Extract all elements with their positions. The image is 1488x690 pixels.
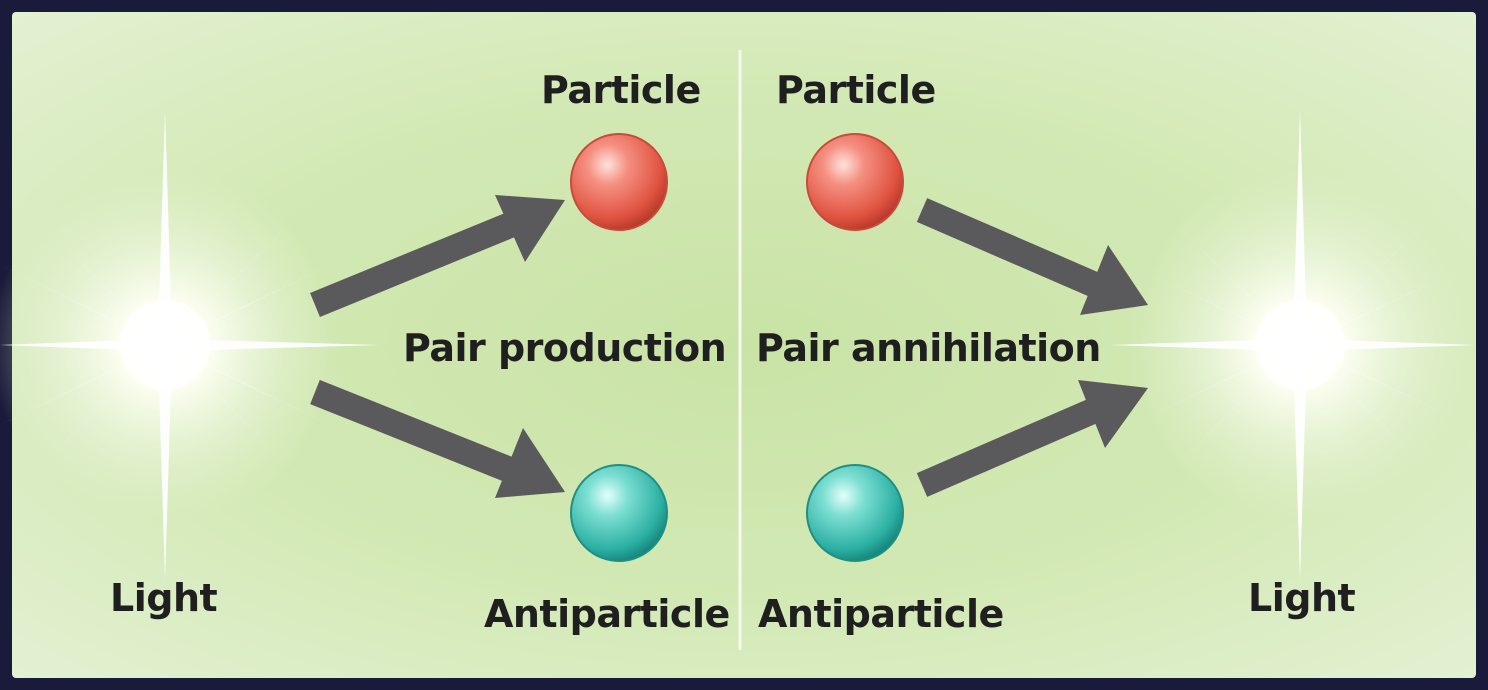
left-particle-label: Particle [541, 68, 701, 112]
right-particle-ball [806, 133, 904, 231]
right-particle-label: Particle [776, 68, 936, 112]
right-antiparticle-ball [806, 464, 904, 562]
right-antiparticle-label: Antiparticle [758, 592, 1004, 636]
arrow-from-antiparticle-icon [916, 380, 1148, 497]
pair-production-label: Pair production [403, 326, 727, 370]
left-antiparticle-ball [570, 464, 668, 562]
left-particle-ball [570, 133, 668, 231]
pair-annihilation-label: Pair annihilation [756, 326, 1101, 370]
right-light-label: Light [1248, 576, 1356, 620]
right-light-burst-icon [1110, 110, 1476, 580]
arrow-from-particle-icon [916, 198, 1148, 315]
left-light-label: Light [110, 576, 218, 620]
arrow-to-particle-icon [310, 195, 565, 318]
left-light-burst-icon [0, 110, 380, 580]
arrow-to-antiparticle-icon [310, 379, 565, 498]
left-antiparticle-label: Antiparticle [484, 592, 730, 636]
